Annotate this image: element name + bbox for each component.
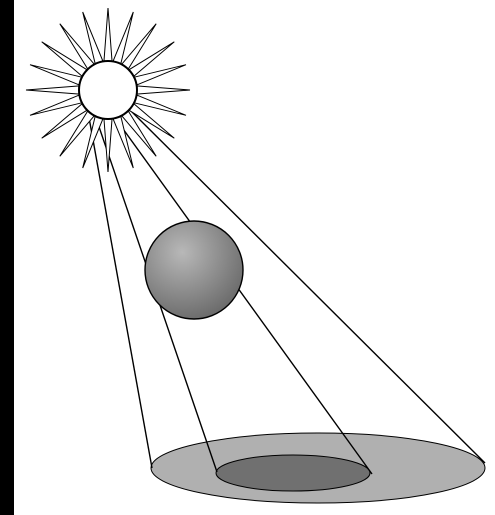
occluding-sphere [145,221,243,319]
umbra-shadow [216,455,370,491]
sun-disk [79,61,137,119]
diagram-canvas [14,0,495,515]
ray-outer-left [88,112,152,468]
light-rays [88,108,485,474]
sun-icon [26,8,190,172]
diagram-svg [14,0,495,515]
